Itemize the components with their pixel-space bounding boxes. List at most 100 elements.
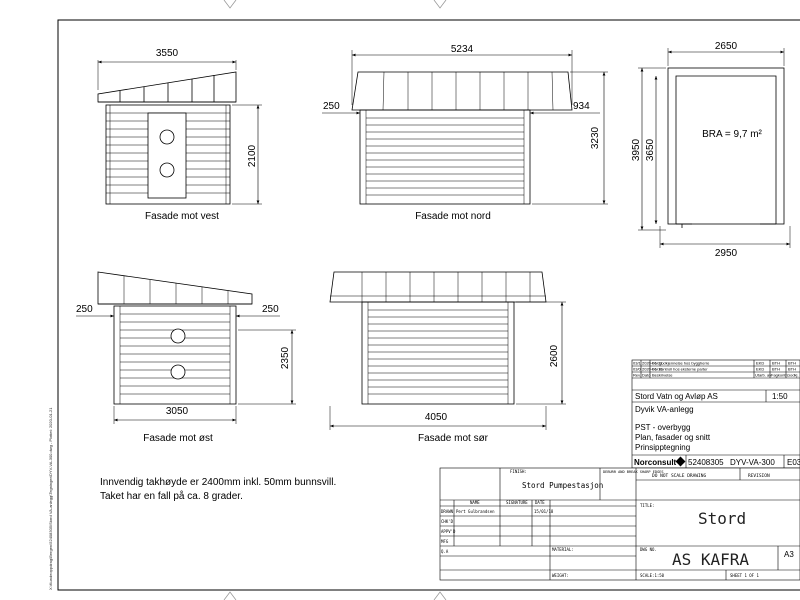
title-value: Stord: [698, 509, 746, 528]
note-line-2: Taket har en fall på ca. 8 grader.: [100, 490, 243, 502]
plan-outer-height-label: 3950: [631, 138, 642, 161]
nord-width-label: 5234: [451, 44, 474, 55]
view-sor: [329, 271, 566, 430]
row-chkd: CHK'D: [441, 519, 454, 524]
nord-roof-ribs: [382, 71, 554, 111]
rev-row-3-c: Godkj.: [787, 373, 799, 378]
rev-row-1-a: EKD: [756, 361, 764, 366]
sor-height-label: 2600: [549, 344, 560, 367]
company-name: Norconsult: [634, 458, 677, 467]
vest-roof-ribs: [119, 75, 215, 102]
vest-height-label: 2100: [247, 144, 258, 167]
vest-vent-lower: [159, 162, 175, 178]
note-line-1: Innvendig takhøyde er 2400mm inkl. 50mm …: [100, 477, 336, 488]
sheet-label: SHEET 1 OF 1: [730, 573, 759, 578]
rev-row-2-date: 2020-01-15: [642, 367, 663, 372]
col-name: NAME: [470, 500, 480, 505]
rev-row-2-c: BTH: [788, 367, 796, 372]
revision-rows: 03/1 2020-01-21 For godkjennelse hos byg…: [633, 361, 799, 378]
ost-roof-ribs: [123, 276, 229, 304]
view-vest: [97, 60, 262, 205]
rev-row-1-desc: For godkjennelse hos byggherre: [652, 361, 710, 366]
ost-left-label: 250: [76, 304, 93, 315]
rev-row-3-date: Dato: [642, 373, 651, 378]
drawing-number: DYV-VA-300: [730, 458, 775, 467]
nord-right-label: 934: [573, 101, 590, 112]
plan-bottom-label: 2950: [715, 248, 738, 259]
plan-top-label: 2650: [715, 41, 738, 52]
title-label: TITLE:: [640, 503, 654, 508]
row-appvd: APPV'D: [441, 529, 456, 534]
dwg-label: DWG NO.: [640, 547, 657, 552]
sor-wall: [361, 301, 515, 405]
ost-cladding: [119, 306, 231, 404]
view-plan: [638, 48, 791, 248]
nord-roof: [351, 71, 573, 111]
rev-row-2-desc: For kontroll hos eksterne parter: [652, 367, 708, 372]
ost-caption: Fasade mot øst: [143, 433, 213, 444]
project-number: 52408305: [688, 458, 724, 467]
sor-caption: Fasade mot sør: [418, 433, 489, 444]
desc-line-2: Plan, fasader og snitt: [635, 433, 711, 442]
vest-caption: Fasade mot vest: [145, 211, 219, 222]
deburr-label: DEBURR AND BREAK SHARP EDGES: [603, 470, 664, 474]
company-logo-mark: [675, 456, 686, 467]
ost-height-label: 2350: [280, 346, 291, 369]
ost-wall: [113, 305, 237, 405]
plan-inner-height-label: 3650: [645, 138, 656, 161]
sor-roof-ribs: [361, 272, 531, 302]
material-label: MATERIAL:: [552, 547, 574, 552]
sheet-border: [57, 19, 800, 591]
vest-vent-upper: [159, 129, 175, 145]
side-path-text: X:\Kundeoppdrag\Bergen\52408305\Stord VA…: [48, 407, 53, 590]
nord-left-label: 250: [323, 101, 340, 112]
nord-height-label: 3230: [590, 126, 601, 149]
rev-row-3-b: Fagkontr.: [771, 373, 788, 378]
view-nord: [322, 50, 608, 205]
plan-outer-wall: [667, 67, 785, 225]
ost-vent-lower: [170, 364, 186, 380]
nord-caption: Fasade mot nord: [415, 211, 491, 222]
row-qa: Q.A: [441, 549, 449, 554]
view-ost: [76, 271, 296, 424]
dont-scale-label: DO NOT SCALE DRAWING: [652, 473, 706, 479]
drawing-form: [439, 467, 800, 581]
rev-row-3-rev: Rev.: [633, 373, 641, 378]
scale-value: 1:50: [772, 392, 788, 401]
scale-label: SCALE:1:50: [640, 573, 665, 578]
plan-area-label: BRA = 9,7 m²: [702, 129, 762, 140]
vest-door: [147, 112, 187, 199]
desc-line-1: PST - overbygg: [635, 423, 690, 432]
plan-inner-wall: [675, 75, 777, 228]
ost-right-label: 250: [262, 304, 279, 315]
sor-roof: [329, 271, 547, 303]
revision-label: REVISION: [748, 473, 770, 479]
sor-cladding: [367, 302, 509, 404]
sor-width-label: 4050: [425, 412, 448, 423]
col-date: DATE: [535, 500, 545, 505]
company-logo: Norconsult: [634, 456, 686, 467]
norconsult-title-block: [631, 359, 800, 469]
sheet-prefix: E03: [787, 458, 800, 467]
project-name: Dyvik VA-anlegg: [635, 405, 694, 414]
row-drawn: DRAWN: [441, 509, 454, 514]
ost-vent-upper: [170, 328, 186, 344]
finish-value: Stord Pumpestasjon: [522, 481, 603, 490]
nord-cladding: [365, 110, 525, 204]
rev-row-3-desc: Beskrivelse: [652, 373, 673, 378]
dwg-value: AS KAFRA: [672, 550, 749, 569]
col-signature: SIGNATURE: [506, 500, 528, 505]
finish-label: FINISH:: [510, 469, 527, 474]
rev-row-2-rev: 03/0: [633, 367, 642, 372]
rev-row-1-b: BTH: [772, 361, 780, 366]
frame-ticks: [223, 0, 447, 600]
row-mfg: MFG: [441, 539, 449, 544]
rev-row-1-date: 2020-01-21: [642, 361, 663, 366]
drawn-date: 15/01/18: [534, 509, 554, 514]
vest-wall: [105, 104, 231, 205]
rev-row-3-a: Utarb. av: [755, 373, 771, 378]
size-value: A3: [784, 550, 794, 559]
nord-wall: [359, 109, 531, 205]
drawn-name: Pert Gulbrandsen: [456, 509, 495, 514]
